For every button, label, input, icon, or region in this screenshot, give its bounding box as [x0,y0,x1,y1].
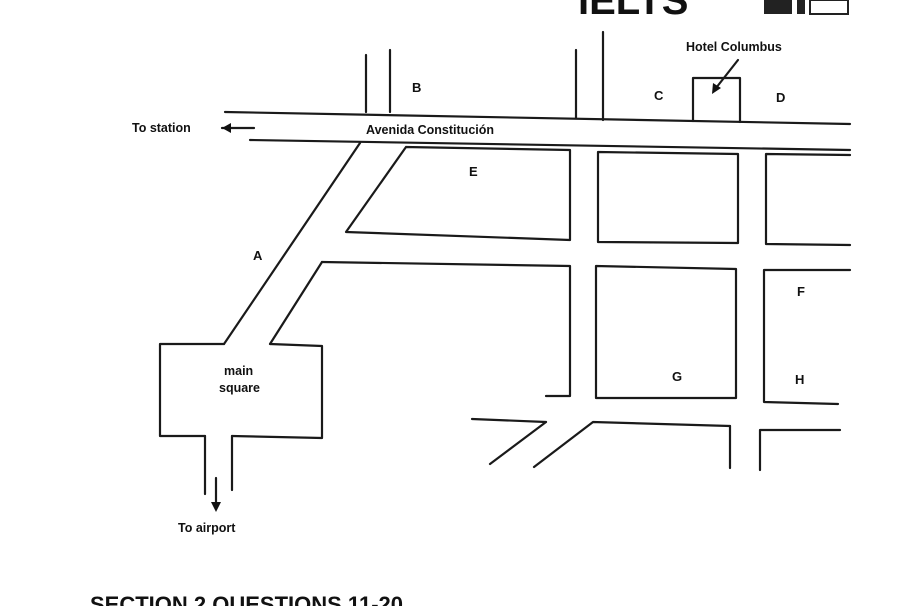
block-e [344,145,572,242]
street-south-h-edge [758,428,842,472]
ielts-logo [764,0,849,15]
main-square [158,342,226,438]
location-a-label: A [253,248,263,263]
block-north-east [764,152,852,247]
to-station-label: To station [132,121,191,135]
main-square-label-line2: square [219,381,260,395]
location-d-label: D [776,90,785,105]
street-south-diag-2 [532,420,732,469]
street-south-edge-1 [470,417,548,424]
block-fh [762,268,852,406]
to-airport-label: To airport [178,521,236,535]
avenue-south-edge [248,138,852,152]
hotel-name-label: Hotel Columbus [686,40,782,54]
block-west [320,260,572,398]
location-e-label: E [469,164,478,179]
block-north-middle [596,150,740,245]
avenue-name-label: Avenida Constitución [366,123,494,137]
block-g [594,264,738,400]
arrow-to-station-icon [220,123,256,133]
section-heading: SECTION 2 QUESTIONS 11-20 [90,592,403,606]
arrow-to-airport-icon [211,476,221,512]
location-h-label: H [795,372,804,387]
hotel-columbus-building [691,76,742,124]
main-square-right-side [230,342,324,440]
avenue-north-edge [223,110,852,126]
location-c-label: C [654,88,664,103]
street-a-east-edge [268,260,324,346]
location-g-label: G [672,369,682,384]
street-south-diag-1 [488,420,548,466]
street-a-west-edge [222,141,362,346]
arrow-hotel-pointer-icon [712,58,740,94]
location-f-label: F [797,284,805,299]
location-b-label: B [412,80,421,95]
main-square-label-line1: main [224,364,253,378]
brand-text: IELTS [578,0,688,23]
